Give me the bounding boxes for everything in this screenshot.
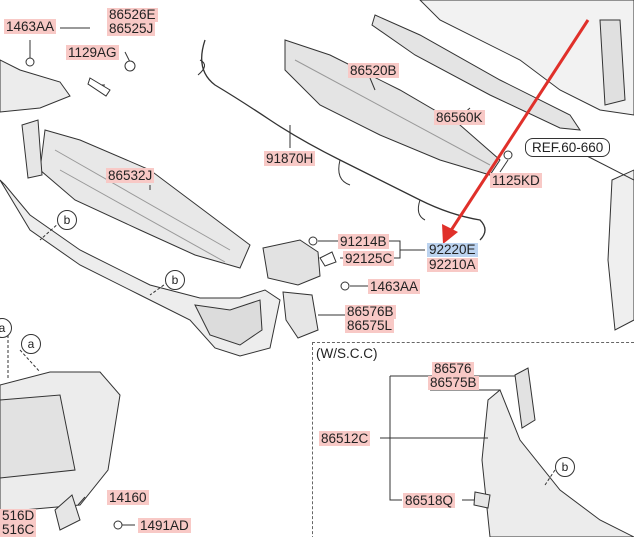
part-label-1125KD: 1125KD — [490, 173, 542, 188]
part-label-1129AG: 1129AG — [66, 45, 119, 60]
part-label-86512C: 86512C — [319, 431, 371, 446]
part-label-86526E: 86526E — [107, 7, 158, 22]
callout-a-2: a — [21, 334, 41, 354]
part-label-14160: 14160 — [107, 490, 149, 505]
part-label-86575B: 86575B — [428, 375, 479, 390]
part-label-86520B: 86520B — [348, 63, 399, 78]
pointer-arrowhead — [442, 224, 458, 244]
scc-section-title: (W/S.C.C) — [316, 346, 378, 361]
part-label-92220E: 92220E — [427, 242, 478, 257]
callout-b-3: b — [555, 457, 575, 477]
part-label-1463AA-top: 1463AA — [4, 19, 57, 34]
absorber-86520B-part — [284, 39, 501, 176]
part-label-1463AA-mid: 1463AA — [368, 279, 421, 294]
callout-b-1: b — [57, 210, 77, 230]
part-label-91870H: 91870H — [264, 151, 316, 166]
strip-86560K-part — [371, 14, 582, 131]
part-label-92210A: 92210A — [427, 257, 478, 272]
absorber-86532J-part — [39, 129, 251, 269]
part-label-86560K: 86560K — [434, 110, 485, 125]
fog-lamp-part — [262, 239, 321, 286]
part-label-86575L: 86575L — [345, 318, 395, 333]
part-label-86525J: 86525J — [107, 21, 156, 36]
part-label-86576: 86576 — [432, 361, 474, 376]
part-label-92125C: 92125C — [343, 251, 395, 266]
reference-label: REF.60-660 — [525, 138, 611, 157]
part-label-516D: 516D — [0, 508, 37, 523]
scc-section-frame — [312, 342, 634, 537]
part-label-86532J: 86532J — [106, 168, 155, 183]
bumper-upper-left-part — [0, 59, 71, 113]
bumper-scc-part — [481, 389, 634, 537]
part-label-91214B: 91214B — [338, 234, 389, 249]
radiator-support-part — [419, 0, 634, 116]
part-label-1491AD: 1491AD — [138, 518, 191, 533]
pointer-arrow — [448, 19, 590, 233]
part-label-86518Q: 86518Q — [403, 493, 456, 508]
part-label-516C: 516C — [0, 522, 37, 537]
callout-b-2: b — [165, 270, 185, 290]
part-label-86576B: 86576B — [345, 304, 396, 319]
